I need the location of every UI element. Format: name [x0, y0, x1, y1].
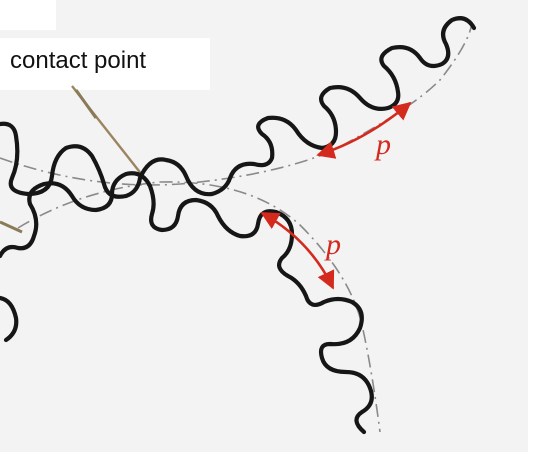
contact-pointer-shadow	[74, 89, 98, 119]
upper-gear-outline	[0, 16, 477, 199]
upper-gear-pitch-circle	[0, 21, 473, 186]
lower-gear-outline	[0, 171, 374, 435]
lower-pitch-arrow	[260, 211, 335, 290]
left-gear-fragment	[0, 295, 19, 343]
corner-tab	[0, 0, 56, 30]
left-edge-stub	[0, 220, 23, 234]
label-backdrop	[0, 38, 210, 90]
upper-pitch-arrow	[316, 101, 412, 159]
upper-pitch-symbol: p	[374, 128, 391, 161]
contact-point-label: contact point	[10, 47, 147, 74]
lower-gear-pitch-circle	[17, 181, 381, 433]
lower-pitch-symbol: p	[324, 228, 341, 261]
